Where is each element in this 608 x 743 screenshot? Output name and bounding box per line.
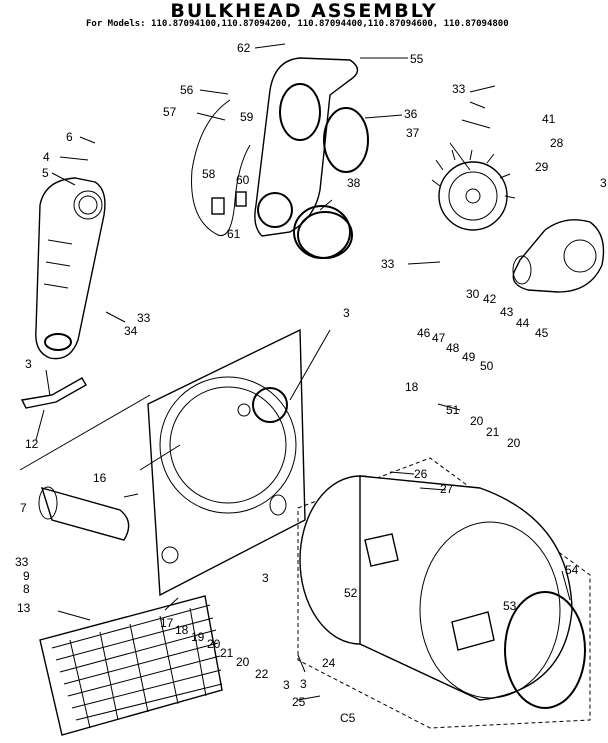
callout-22: 22 [255, 667, 269, 681]
callout-24: 24 [322, 656, 336, 670]
callout-21b: 21 [220, 646, 234, 660]
callout-20a: 20 [470, 414, 484, 428]
blower-housing [512, 219, 605, 293]
callout-47: 47 [432, 331, 446, 345]
callout-17: 17 [160, 616, 174, 630]
wire-harness [191, 99, 251, 237]
callout-59: 59 [240, 110, 254, 124]
callout-16: 16 [93, 471, 107, 485]
callout-26: 26 [414, 467, 428, 481]
callout-38: 38 [347, 176, 361, 190]
callout-41: 41 [542, 112, 556, 126]
callout-30: 30 [466, 287, 480, 301]
callout-51: 51 [446, 403, 460, 417]
callout-55: 55 [410, 52, 424, 66]
callout-34: 34 [124, 324, 138, 338]
callout-29: 29 [535, 160, 549, 174]
callout-45: 45 [535, 326, 549, 340]
callout-12: 12 [25, 437, 39, 451]
callout-44: 44 [516, 316, 530, 330]
callout-33b: 33 [381, 257, 395, 271]
callout-3f: 3 [300, 677, 307, 691]
callout-3e: 3 [283, 678, 290, 692]
exhaust-duct [35, 177, 106, 360]
callout-58: 58 [202, 167, 216, 181]
page-title: BULKHEAD ASSEMBLY [170, 0, 438, 22]
callout-49: 49 [462, 350, 476, 364]
footer-code: C5 [340, 711, 356, 725]
callout-18a: 18 [405, 380, 419, 394]
callout-52: 52 [344, 586, 358, 600]
callout-43: 43 [500, 305, 514, 319]
callout-57: 57 [163, 105, 177, 119]
callout-33d: 33 [15, 555, 29, 569]
callout-3b: 3 [343, 306, 350, 320]
callout-27: 27 [440, 482, 454, 496]
callout-62a: 62 [237, 41, 251, 55]
callout-9: 9 [23, 569, 30, 583]
callout-61: 61 [227, 227, 241, 241]
exhaust-tube [38, 486, 130, 541]
callout-25: 25 [292, 695, 306, 709]
callout-3a: 3 [600, 176, 607, 190]
model-list: For Models: 110.87094100,110.87094200, 1… [86, 19, 509, 29]
callout-3d: 3 [262, 571, 269, 585]
callout-20c: 20 [207, 637, 221, 651]
callout-20b: 20 [507, 436, 521, 450]
callout-50: 50 [480, 359, 494, 373]
callout-46: 46 [417, 326, 431, 340]
dryer-drum [297, 457, 591, 729]
callout-13: 13 [17, 601, 31, 615]
leader-lines [19, 43, 571, 701]
callout-33c: 33 [137, 311, 151, 325]
callout-labels: 62 55 56 57 59 36 33 41 28 29 37 6 4 5 5… [15, 41, 607, 725]
callout-18b: 18 [175, 623, 189, 637]
callout-56: 56 [180, 83, 194, 97]
callout-4: 4 [43, 150, 50, 164]
lint-screen [39, 595, 223, 736]
callout-6: 6 [66, 130, 73, 144]
drum-seal [504, 591, 586, 709]
callout-28: 28 [550, 136, 564, 150]
callout-33a: 33 [452, 82, 466, 96]
callout-53: 53 [503, 599, 517, 613]
callout-37: 37 [406, 126, 420, 140]
blower-wheel [431, 149, 516, 231]
bracket [20, 369, 87, 409]
callout-3c: 3 [25, 357, 32, 371]
callout-19: 19 [191, 630, 205, 644]
callout-36: 36 [404, 107, 418, 121]
callout-5: 5 [42, 166, 49, 180]
callout-60: 60 [236, 173, 250, 187]
front-bulkhead [147, 328, 306, 597]
callout-42: 42 [483, 292, 497, 306]
seal-ring [297, 211, 353, 259]
callout-8: 8 [23, 582, 30, 596]
callout-54: 54 [565, 563, 579, 577]
callout-21a: 21 [486, 425, 500, 439]
callout-48: 48 [446, 341, 460, 355]
callout-7: 7 [20, 501, 27, 515]
callout-20d: 20 [236, 655, 250, 669]
